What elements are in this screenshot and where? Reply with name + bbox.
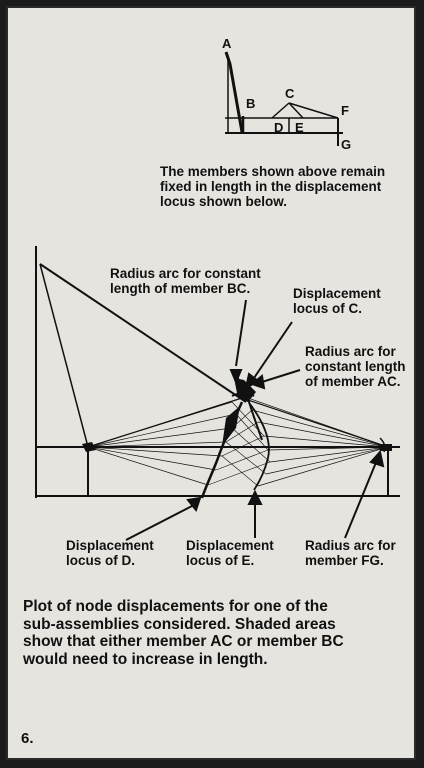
node-label-g: G <box>341 137 352 152</box>
member-cf <box>288 102 339 119</box>
node-label-e: E <box>295 120 304 135</box>
annotation-locus-e: Displacement locus of E. <box>186 538 274 568</box>
leader-arc-ac <box>261 369 301 383</box>
annotation-arc-bc: Radius arc for constant length of member… <box>110 266 261 296</box>
shaded-node-d <box>82 442 96 452</box>
figure-panel <box>6 6 416 760</box>
annotation-arc-ac: Radius arc for constant length of member… <box>305 344 406 389</box>
intro-text: The members shown above remain fixed in … <box>160 164 386 209</box>
member-a-diagonal <box>39 263 247 403</box>
figure-number: 6. <box>21 730 34 747</box>
node-label-b: B <box>246 96 256 111</box>
cross-hatch <box>207 401 271 487</box>
member-ad-line <box>39 263 89 448</box>
shaded-areas <box>82 378 392 452</box>
shaded-area-lower <box>222 406 240 446</box>
leader-locus-d <box>125 505 193 541</box>
node-label-a: A <box>222 36 232 51</box>
shaded-area-upper <box>234 378 256 402</box>
leader-arc-bc <box>235 299 247 367</box>
node-label-d: D <box>274 120 284 135</box>
locus-e-curve <box>249 403 270 491</box>
leader-arrows <box>125 299 385 541</box>
leader-arc-fg <box>344 459 378 539</box>
shaded-node-f <box>378 444 392 451</box>
member-cd-right <box>288 102 304 119</box>
member-cd-left <box>271 102 290 119</box>
node-label-c: C <box>285 86 295 101</box>
annotation-locus-c: Displacement locus of C. <box>293 286 381 316</box>
node-label-f: F <box>341 103 349 118</box>
truss-diagram <box>224 51 343 146</box>
leader-locus-c <box>253 321 293 379</box>
annotation-arc-fg: Radius arc for member FG. <box>305 538 396 568</box>
annotation-locus-d: Displacement locus of D. <box>66 538 154 568</box>
figure-caption: Plot of node displacements for one of th… <box>23 598 344 668</box>
fan-lines-d <box>87 401 237 486</box>
fan-lines-f <box>247 397 389 487</box>
